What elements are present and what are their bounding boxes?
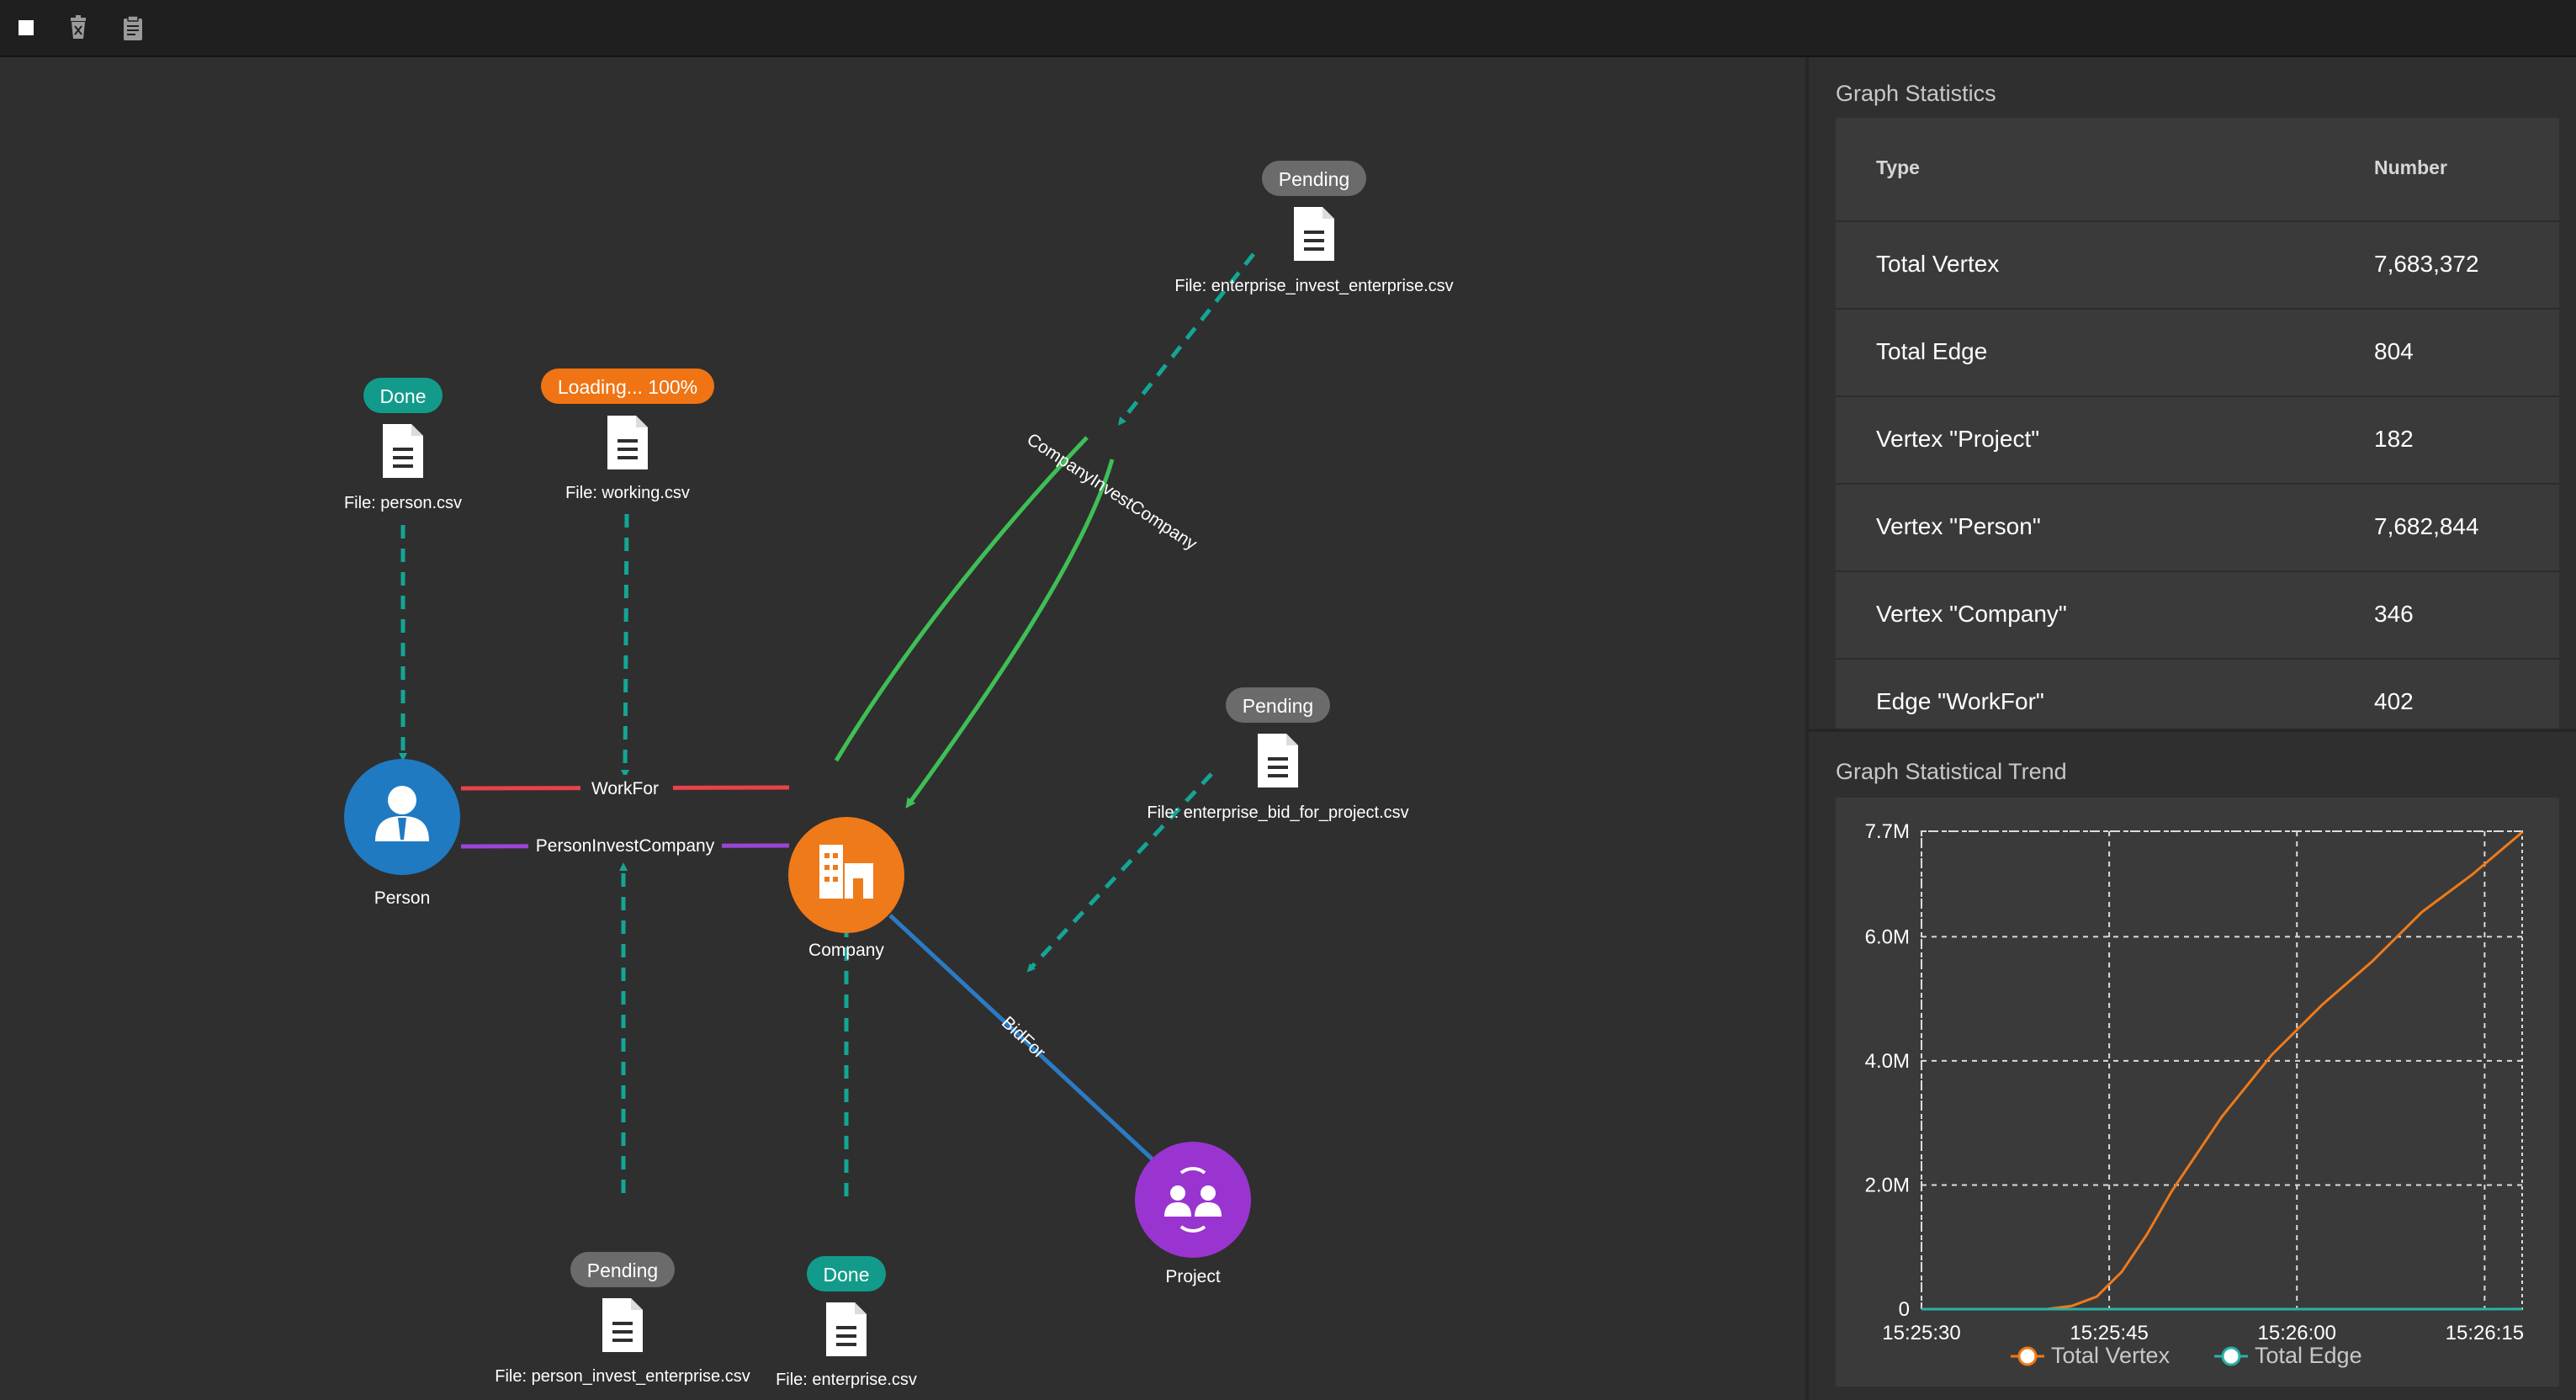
table-row: Vertex "Company" 346 <box>1836 572 2559 660</box>
status-badge: Pending <box>1243 695 1313 717</box>
y-tick-label: 2.0M <box>1865 1174 1910 1196</box>
row-number: 346 <box>2374 601 2414 627</box>
file-label: File: enterprise.csv <box>776 1371 917 1389</box>
stop-button[interactable] <box>10 12 44 45</box>
file-pie-csv[interactable]: Pending File: person_invest_enterprise.c… <box>495 1252 750 1386</box>
document-icon <box>607 416 648 469</box>
row-type: Total Edge <box>1876 338 1988 364</box>
trend-title: Graph Statistical Trend <box>1836 759 2067 784</box>
table-row: Vertex "Project" 182 <box>1836 397 2559 485</box>
row-number: 182 <box>2374 426 2414 452</box>
row-number: 7,682,844 <box>2374 513 2479 539</box>
row-number: 804 <box>2374 338 2414 364</box>
file-links <box>399 252 1255 1196</box>
file-label: File: working.csv <box>565 484 690 502</box>
x-tick-label: 15:25:30 <box>1882 1322 1960 1344</box>
node-label-person: Person <box>374 888 431 908</box>
node-project[interactable]: Project <box>1135 1142 1251 1286</box>
x-tick-label: 15:26:15 <box>2446 1322 2524 1344</box>
trend-chart-svg: 15:25:30 15:25:45 15:26:00 15:26:15 0 2.0M 4.0… <box>1865 820 2524 1368</box>
file-enterprise-csv[interactable]: Done File: enterprise.csv <box>776 1256 917 1389</box>
edge-companyinvest-out <box>834 436 1089 762</box>
node-label-company: Company <box>808 941 884 960</box>
team-icon <box>1164 1166 1222 1233</box>
row-number: 7,683,372 <box>2374 251 2479 277</box>
edges <box>460 436 1154 1161</box>
trend-chart[interactable]: 15:25:30 15:25:45 15:26:00 15:26:15 0 2.0M 4.0… <box>1836 798 2559 1387</box>
table-row: Total Edge 804 <box>1836 310 2559 397</box>
legend-label: Total Vertex <box>2051 1343 2171 1368</box>
graph-canvas[interactable]: WorkFor PersonInvestCompany CompanyInves… <box>0 57 1805 1400</box>
stats-header: Type Number <box>1836 118 2559 222</box>
file-label: File: enterprise_invest_enterprise.csv <box>1174 277 1453 295</box>
link-eie-csv <box>1117 252 1255 426</box>
header-number: Number <box>2374 156 2447 178</box>
y-tick-label: 0 <box>1899 1298 1910 1321</box>
file-eie-csv[interactable]: Pending File: enterprise_invest_enterpri… <box>1174 161 1454 295</box>
status-badge: Done <box>824 1264 870 1286</box>
x-tick-label: 15:25:45 <box>2070 1322 2148 1344</box>
status-badge: Done <box>380 385 427 407</box>
toolbar <box>0 0 2576 57</box>
node-person[interactable]: Person <box>344 759 460 908</box>
stop-icon <box>19 20 34 35</box>
status-badge: Pending <box>1279 168 1349 190</box>
row-type: Edge "WorkFor" <box>1876 688 2044 714</box>
file-person-csv[interactable]: Done File: person.csv <box>344 378 462 512</box>
clipboard-icon <box>124 15 142 40</box>
file-label: File: person.csv <box>344 494 462 512</box>
file-working-csv[interactable]: Loading... 100% File: working.csv <box>541 369 714 502</box>
link-ebfp-csv <box>1026 772 1213 973</box>
header-type: Type <box>1876 156 1920 178</box>
file-ebfp-csv[interactable]: Pending File: enterprise_bid_for_project… <box>1147 687 1409 822</box>
table-row: Edge "WorkFor" 402 <box>1836 660 2559 730</box>
trash-icon <box>71 15 86 39</box>
row-type: Total Vertex <box>1876 251 2000 277</box>
person-icon <box>375 786 429 841</box>
panel-divider[interactable] <box>1805 57 1809 1400</box>
table-row: Vertex "Person" 7,682,844 <box>1836 485 2559 572</box>
node-label-project: Project <box>1165 1267 1221 1286</box>
edge-bidfor <box>888 914 1154 1161</box>
row-type: Vertex "Project" <box>1876 426 2040 452</box>
document-icon <box>826 1302 867 1356</box>
edge-companyinvest-in <box>905 459 1115 809</box>
link-working-csv <box>621 513 630 778</box>
graph-svg: WorkFor PersonInvestCompany CompanyInves… <box>344 161 1454 1389</box>
edge-label-personinvest: PersonInvestCompany <box>536 836 715 856</box>
row-number: 402 <box>2374 688 2414 714</box>
edge-label-companyinvest: CompanyInvestCompany <box>1023 430 1201 554</box>
series-line-total-vertex <box>1921 831 2523 1311</box>
plot-border <box>1921 830 2523 1310</box>
delete-button[interactable] <box>62 12 96 45</box>
y-tick-label: 4.0M <box>1865 1050 1910 1073</box>
file-label: File: person_invest_enterprise.csv <box>495 1367 750 1386</box>
row-type: Vertex "Company" <box>1876 601 2067 627</box>
y-tick-label: 7.7M <box>1865 820 1910 843</box>
building-icon <box>819 845 873 899</box>
document-icon <box>1294 207 1334 261</box>
stats-table[interactable]: Type Number Total Vertex 7,683,372 Total… <box>1836 118 2559 730</box>
file-label: File: enterprise_bid_for_project.csv <box>1147 803 1408 822</box>
edge-labels: WorkFor PersonInvestCompany CompanyInves… <box>528 430 1201 1063</box>
edge-label-workfor: WorkFor <box>591 779 659 798</box>
node-company[interactable]: Company <box>788 817 904 960</box>
legend-swatch-marker <box>2221 1346 2241 1366</box>
legend-label: Total Edge <box>2255 1343 2362 1368</box>
x-tick-label: 15:26:00 <box>2258 1322 2336 1344</box>
document-icon <box>1258 734 1298 788</box>
row-type: Vertex "Person" <box>1876 513 2041 539</box>
status-badge: Pending <box>587 1259 658 1281</box>
stats-title: Graph Statistics <box>1836 81 1996 106</box>
status-badge: Loading... 100% <box>558 376 697 398</box>
document-icon <box>383 424 423 478</box>
panel-divider-horizontal[interactable] <box>1809 729 2576 732</box>
table-row: Total Vertex 7,683,372 <box>1836 222 2559 310</box>
legend-swatch-marker <box>2017 1346 2038 1366</box>
clipboard-button[interactable] <box>116 12 150 45</box>
y-tick-label: 6.0M <box>1865 925 1910 948</box>
document-icon <box>602 1298 643 1352</box>
edge-label-bidfor: BidFor <box>998 1013 1049 1063</box>
